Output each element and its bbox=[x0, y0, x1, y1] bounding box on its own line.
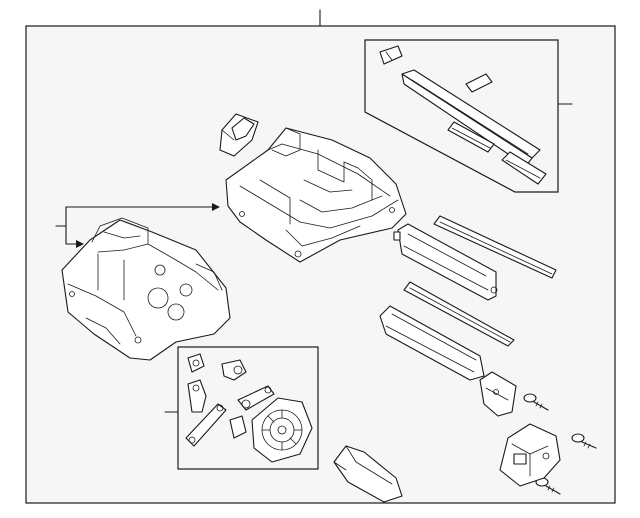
mounting-bracket bbox=[479, 371, 517, 417]
actuator-motor bbox=[499, 423, 561, 487]
seal-strip-upper bbox=[433, 215, 557, 279]
small-seal-d bbox=[501, 151, 547, 185]
small-clip-c bbox=[237, 385, 275, 411]
blower-housing bbox=[251, 397, 313, 463]
arrow-lower-case bbox=[76, 240, 84, 248]
small-clip-a bbox=[187, 353, 205, 373]
left-bracket-callout bbox=[55, 203, 220, 248]
screw-b bbox=[571, 433, 597, 449]
small-clip-b bbox=[221, 359, 247, 381]
seal-strip-lower bbox=[403, 281, 515, 347]
lever-link bbox=[185, 403, 227, 447]
small-clip-d bbox=[229, 415, 247, 439]
filter-door-upper bbox=[393, 223, 498, 301]
rear-duct bbox=[333, 445, 403, 503]
filter-door-lower bbox=[379, 305, 485, 381]
small-seal-a bbox=[379, 45, 403, 65]
small-seal-b bbox=[465, 73, 493, 93]
lower-heater-case bbox=[61, 217, 231, 361]
long-duct-trim bbox=[401, 69, 541, 167]
screw-a bbox=[523, 393, 549, 411]
upper-heater-case bbox=[225, 127, 407, 263]
lever-arm bbox=[187, 379, 207, 413]
arrow-upper-case bbox=[212, 203, 220, 211]
duct-adapter bbox=[219, 113, 259, 157]
small-seal-c bbox=[447, 121, 495, 153]
